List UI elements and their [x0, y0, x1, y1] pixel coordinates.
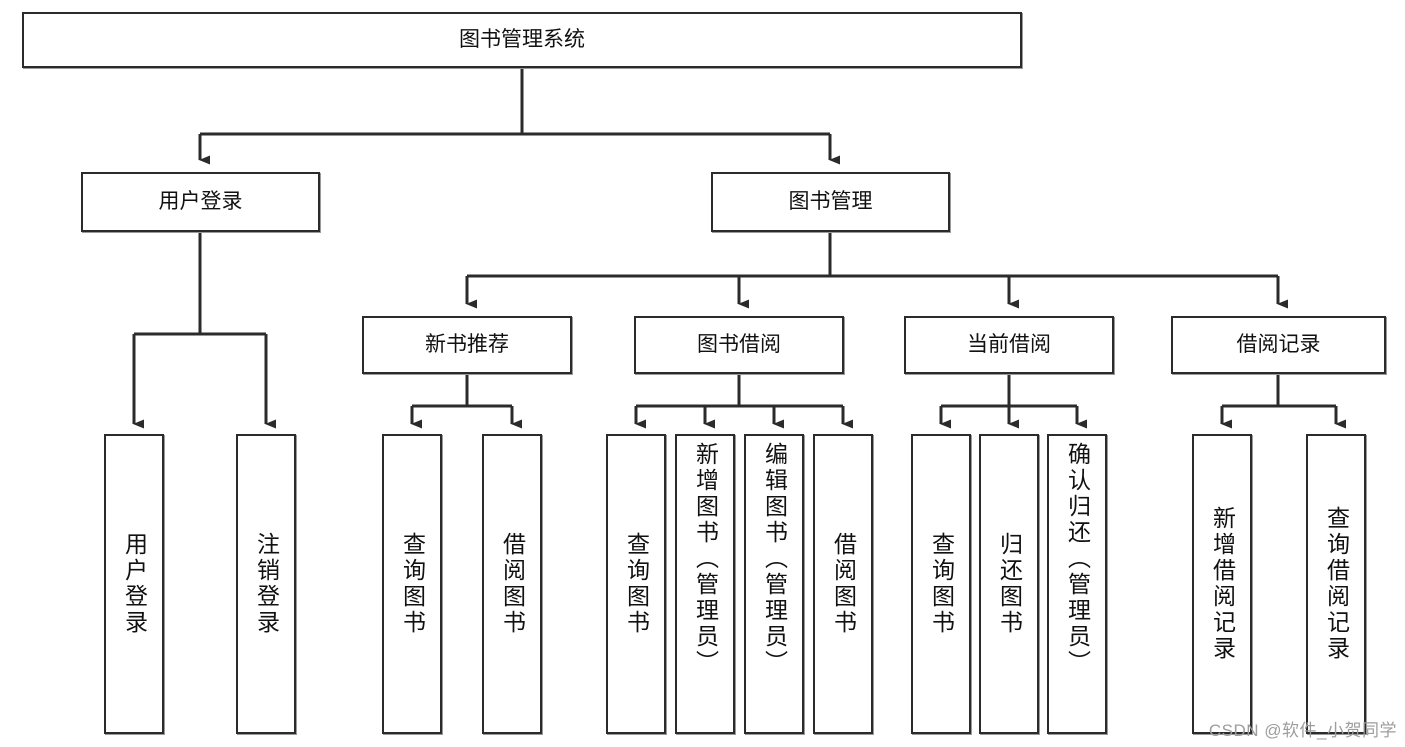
node-current-borrow[interactable]: 当前借阅 [904, 316, 1114, 374]
leaf-logout[interactable]: 注销登录 [236, 434, 296, 734]
leaf-query-book-current-label: 查询图书 [928, 532, 955, 636]
node-root-label: 图书管理系统 [459, 27, 585, 51]
leaf-return-book[interactable]: 归还图书 [979, 434, 1039, 734]
leaf-borrow-book-recommend[interactable]: 借阅图书 [482, 434, 542, 734]
leaf-borrow-book-label: 借阅图书 [830, 532, 857, 636]
leaf-add-borrow-record[interactable]: 新增借阅记录 [1192, 434, 1252, 734]
node-root[interactable]: 图书管理系统 [22, 12, 1022, 68]
leaf-borrow-book-recommend-label: 借阅图书 [499, 532, 526, 636]
leaf-add-book-admin[interactable]: 新增图书（管理员） [675, 434, 735, 734]
node-book-management[interactable]: 图书管理 [711, 172, 950, 232]
node-book-borrow[interactable]: 图书借阅 [634, 316, 844, 374]
csdn-watermark: CSDN @软件_小贺同学 [1208, 721, 1397, 740]
leaf-query-book-current[interactable]: 查询图书 [911, 434, 971, 734]
node-borrow-record-label: 借阅记录 [1236, 332, 1321, 356]
node-user-login[interactable]: 用户登录 [81, 172, 320, 232]
node-user-login-label: 用户登录 [158, 189, 243, 213]
node-new-book-recommend[interactable]: 新书推荐 [362, 316, 572, 374]
leaf-query-book-borrow[interactable]: 查询图书 [606, 434, 666, 734]
leaf-user-login-label: 用户登录 [121, 532, 148, 636]
node-book-borrow-label: 图书借阅 [697, 332, 781, 356]
node-current-borrow-label: 当前借阅 [967, 332, 1051, 356]
leaf-user-login[interactable]: 用户登录 [104, 434, 164, 734]
leaf-return-book-label: 归还图书 [996, 532, 1023, 636]
node-borrow-record[interactable]: 借阅记录 [1171, 316, 1386, 374]
leaf-confirm-return-admin[interactable]: 确认归还（管理员） [1047, 434, 1107, 734]
leaf-query-book-recommend[interactable]: 查询图书 [382, 434, 442, 734]
node-book-management-label: 图书管理 [788, 189, 873, 213]
leaf-borrow-book[interactable]: 借阅图书 [813, 434, 873, 734]
leaf-edit-book-admin[interactable]: 编辑图书（管理员） [744, 434, 804, 734]
leaf-query-borrow-record-label: 查询借阅记录 [1323, 506, 1350, 662]
leaf-logout-label: 注销登录 [253, 532, 280, 636]
leaf-query-borrow-record[interactable]: 查询借阅记录 [1306, 434, 1366, 734]
leaf-confirm-return-admin-label: 确认归还（管理员） [1064, 442, 1091, 676]
leaf-edit-book-admin-label: 编辑图书（管理员） [761, 442, 788, 676]
leaf-add-book-admin-label: 新增图书（管理员） [692, 442, 719, 676]
node-new-book-recommend-label: 新书推荐 [425, 332, 509, 356]
leaf-add-borrow-record-label: 新增借阅记录 [1209, 506, 1236, 662]
leaf-query-book-recommend-label: 查询图书 [399, 532, 426, 636]
leaf-query-book-borrow-label: 查询图书 [623, 532, 650, 636]
